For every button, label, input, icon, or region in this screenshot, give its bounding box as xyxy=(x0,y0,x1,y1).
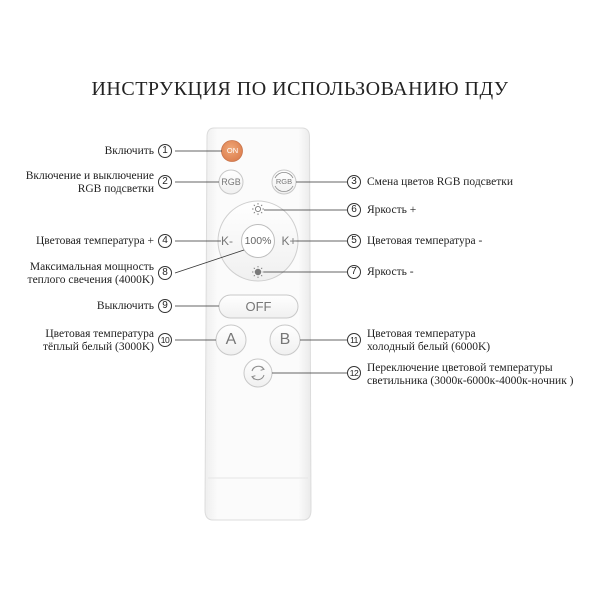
callout-number-6: 6 xyxy=(347,203,361,217)
cycle-button xyxy=(243,358,273,388)
callout-label-7: Яркость - xyxy=(367,266,414,278)
callout-label-5: Цветовая температура - xyxy=(367,235,483,247)
off-button-label: OFF xyxy=(245,299,272,314)
callout-label-8: Максимальная мощность теплого свечения (… xyxy=(28,261,154,287)
callout-label-11-line1: Цветовая температура xyxy=(367,328,476,340)
page-title: ИНСТРУКЦИЯ ПО ИСПОЛЬЗОВАНИЮ ПДУ xyxy=(91,78,509,100)
callout-label-2-line2: RGB подсветки xyxy=(77,183,154,195)
callout-label-10-line1: Цветовая температура xyxy=(45,328,154,340)
callout-number-7: 7 xyxy=(347,265,361,279)
k-minus-label: K- xyxy=(221,234,233,248)
percent-label: 100% xyxy=(244,235,272,247)
callout-number-8: 8 xyxy=(158,266,172,280)
callout-label-1: Включить xyxy=(104,145,154,157)
cycle-icon xyxy=(251,365,265,381)
off-button xyxy=(218,294,299,319)
callout-label-6: Яркость + xyxy=(367,204,417,216)
callout-label-12: Переключение цветовой температуры светил… xyxy=(367,362,574,388)
callout-label-4: Цветовая температура + xyxy=(35,235,154,247)
rgb-button-label: RGB xyxy=(221,177,241,187)
on-button-label: ON xyxy=(226,146,239,155)
callout-number-3: 3 xyxy=(347,175,361,189)
callout-label-12-line1: Переключение цветовой температуры xyxy=(367,362,553,374)
brightness-down-icon xyxy=(252,266,264,278)
callout-label-8-line1: Максимальная мощность xyxy=(29,261,154,273)
callout-label-8-line2: теплого свечения (4000K) xyxy=(27,274,154,286)
callout-number-10: 10 xyxy=(158,333,172,347)
rgb-cycle-icon xyxy=(274,172,294,192)
callout-label-2-line1: Включение и выключение xyxy=(25,170,154,182)
brightness-up-icon xyxy=(252,203,264,215)
callout-label-2: Включение и выключение RGB подсветки xyxy=(26,170,154,196)
callout-label-3: Смена цветов RGB подсветки xyxy=(367,176,514,188)
callout-number-12: 12 xyxy=(347,366,361,380)
callout-number-5: 5 xyxy=(347,234,361,248)
callout-number-9: 9 xyxy=(158,299,172,313)
callout-number-1: 1 xyxy=(158,144,172,158)
callout-number-11: 11 xyxy=(347,333,361,347)
callout-label-11: Цветовая температура холодный белый (600… xyxy=(367,328,490,354)
callout-label-10-line2: тёплый белый (3000K) xyxy=(42,341,154,353)
callout-label-12-line2: светильника (3000к-6000к-4000к-ночник ) xyxy=(367,375,574,387)
rgb-cycle-label: RGB xyxy=(275,177,293,186)
percent-button xyxy=(241,224,275,258)
callout-label-9: Выключить xyxy=(96,300,154,312)
k-plus-label: K+ xyxy=(281,234,297,248)
a-button-label: A xyxy=(225,331,237,348)
callout-label-11-line2: холодный белый (6000K) xyxy=(367,341,491,353)
b-button-label: B xyxy=(279,331,291,348)
callout-label-10: Цветовая температура тёплый белый (3000K… xyxy=(43,328,154,354)
leader-lines xyxy=(174,150,347,374)
callout-number-4: 4 xyxy=(158,234,172,248)
callout-number-2: 2 xyxy=(158,175,172,189)
